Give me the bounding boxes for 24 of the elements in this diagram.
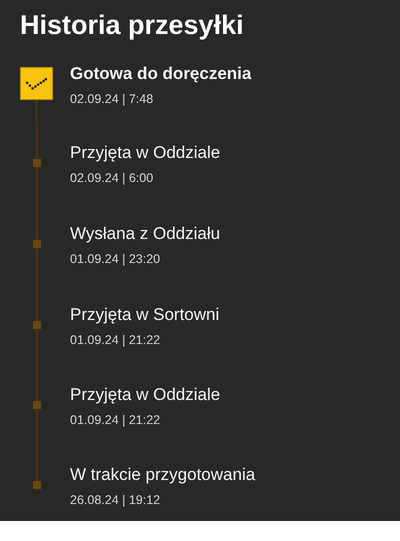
status-title: Przyjęta w Oddziale	[70, 143, 220, 163]
status-marker	[33, 481, 41, 489]
timeline-line	[36, 329, 38, 401]
page-title: Historia przesyłki	[20, 9, 244, 41]
timeline-line	[36, 409, 38, 481]
status-marker	[33, 159, 41, 167]
timeline-line	[36, 100, 38, 160]
status-title: Gotowa do doręczenia	[70, 64, 252, 84]
status-date: 01.09.24 | 21:22	[70, 412, 160, 428]
status-marker	[33, 240, 41, 248]
status-date: 01.09.24 | 21:22	[70, 332, 160, 348]
status-date: 01.09.24 | 23:20	[70, 251, 160, 267]
timeline-line	[36, 167, 38, 240]
status-date: 26.08.24 | 19:12	[70, 492, 160, 508]
status-marker	[33, 321, 41, 329]
timeline-line	[36, 248, 38, 321]
status-date: 02.09.24 | 6:00	[70, 170, 154, 186]
status-title: Przyjęta w Sortowni	[70, 305, 220, 325]
status-marker	[33, 401, 41, 409]
status-title: Przyjęta w Oddziale	[70, 385, 220, 405]
status-date: 02.09.24 | 7:48	[70, 90, 154, 106]
status-title: W trakcie przygotowania	[70, 465, 256, 485]
current-status-marker	[20, 67, 53, 100]
status-title: Wysłana z Oddziału	[70, 224, 220, 244]
